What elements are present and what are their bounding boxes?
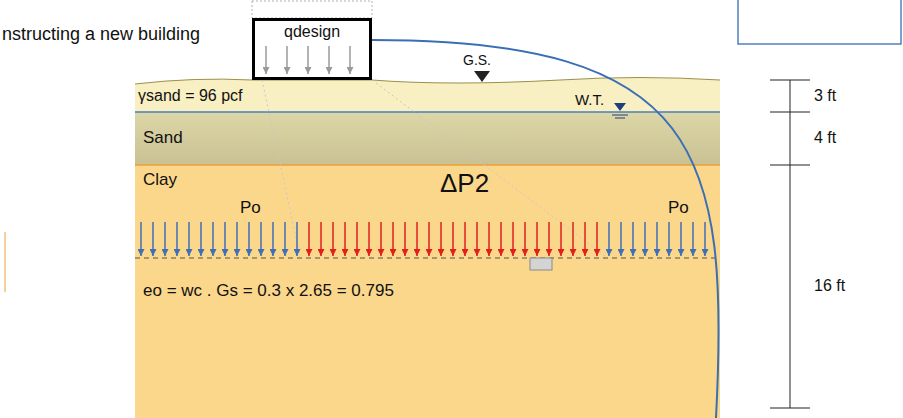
soil-label: Po: [240, 199, 261, 218]
added-stress-arrow: [476, 222, 478, 256]
load-arrow: [328, 46, 330, 74]
sand-layer: Sand: [135, 112, 720, 165]
soil-label: γsand = 96 pcf: [138, 87, 243, 105]
added-stress-arrow: [356, 222, 358, 256]
overburden-arrow: [272, 222, 274, 256]
overburden-arrow: [248, 222, 250, 256]
soil-label: Clay: [143, 171, 177, 190]
added-stress-arrow: [536, 222, 538, 256]
load-arrow: [307, 46, 309, 74]
load-spread-line: [372, 80, 605, 256]
dimension-line: [790, 80, 791, 408]
overburden-arrow: [212, 222, 214, 256]
soil-label: Sand: [143, 129, 183, 148]
sand-fill: [135, 78, 720, 113]
added-stress-arrow: [500, 222, 502, 256]
added-stress-arrow: [524, 222, 526, 256]
pressure-arrows: [141, 222, 705, 256]
overburden-arrow: [200, 222, 202, 256]
dimension-tick: [770, 408, 810, 409]
dimension-tick: [770, 80, 810, 81]
overburden-arrow: [644, 222, 646, 256]
added-stress-arrow: [452, 222, 454, 256]
added-stress-arrow: [416, 222, 418, 256]
design-load-arrows: [266, 46, 350, 74]
soil-sample: [530, 258, 552, 270]
dimension-label: 3 ft: [814, 87, 836, 105]
soil-label: eo = wc . Gs = 0.3 x 2.65 = 0.795: [143, 282, 394, 301]
added-stress-arrow: [560, 222, 562, 256]
water-table-symbol: [614, 103, 626, 111]
added-stress-arrow: [428, 222, 430, 256]
load-spread-line: [262, 80, 300, 256]
added-stress-arrow: [332, 222, 334, 256]
dimension-label: 16 ft: [814, 277, 845, 295]
sand-fill: [135, 112, 720, 165]
overburden-arrow: [296, 222, 298, 256]
layer-boundary: [135, 164, 720, 166]
load-arrow: [349, 46, 351, 74]
ground-surface: [135, 78, 720, 85]
caption-text: nstructing a new building: [2, 25, 200, 45]
overburden-arrow: [656, 222, 658, 256]
overburden-arrow: [164, 222, 166, 256]
added-stress-arrow: [368, 222, 370, 256]
added-stress-arrow: [380, 222, 382, 256]
overburden-arrow: [176, 222, 178, 256]
water-table-line: [135, 111, 720, 113]
overburden-arrow: [224, 222, 226, 256]
mid-clay-line: [135, 258, 720, 259]
sand-layer: γsand = 96 pcf: [135, 82, 720, 112]
overburden-arrow: [260, 222, 262, 256]
added-stress-arrow: [404, 222, 406, 256]
ground-surface-label: G.S.: [463, 53, 491, 68]
soil-label: Po: [668, 199, 689, 218]
frame-box: [738, 0, 901, 44]
slip-arc: [372, 40, 719, 418]
added-stress-arrow: [572, 222, 574, 256]
overburden-arrow: [632, 222, 634, 256]
overburden-arrow: [152, 222, 154, 256]
dimension-tick: [770, 165, 810, 166]
soil-label: ΔP2: [440, 169, 489, 198]
added-stress-arrow: [512, 222, 514, 256]
overburden-arrow: [692, 222, 694, 256]
overburden-arrow: [284, 222, 286, 256]
overburden-arrow: [140, 222, 142, 256]
clay-fill: [135, 165, 720, 418]
margin-line: [5, 232, 6, 292]
ground-surface-symbol: [474, 71, 490, 82]
dimension-tick: [770, 112, 810, 113]
load-arrow: [286, 46, 288, 74]
added-stress-arrow: [464, 222, 466, 256]
added-stress-arrow: [320, 222, 322, 256]
overburden-arrow: [620, 222, 622, 256]
added-stress-arrow: [308, 222, 310, 256]
added-stress-arrow: [488, 222, 490, 256]
added-stress-arrow: [344, 222, 346, 256]
overburden-arrow: [236, 222, 238, 256]
dimension-label: 4 ft: [814, 129, 836, 147]
water-table-symbol: [615, 118, 625, 119]
overburden-arrow: [668, 222, 670, 256]
clay-layer: ClayPo ΔP2Po eo = wc . Gs = 0.3 x 2.65 = 0…: [135, 165, 720, 418]
added-stress-arrow: [548, 222, 550, 256]
building-outline-dotted: [252, 1, 372, 18]
load-label: qdesign: [284, 23, 340, 41]
load-arrow: [265, 46, 267, 74]
water-table-label: W.T.: [575, 92, 604, 109]
added-stress-arrow: [596, 222, 598, 256]
added-stress-arrow: [440, 222, 442, 256]
added-stress-arrow: [392, 222, 394, 256]
overburden-arrow: [608, 222, 610, 256]
added-stress-arrow: [584, 222, 586, 256]
overburden-arrow: [680, 222, 682, 256]
building-box: qdesign: [252, 18, 372, 80]
overburden-arrow: [188, 222, 190, 256]
overburden-arrow: [704, 222, 706, 256]
water-table-symbol: [612, 115, 628, 116]
